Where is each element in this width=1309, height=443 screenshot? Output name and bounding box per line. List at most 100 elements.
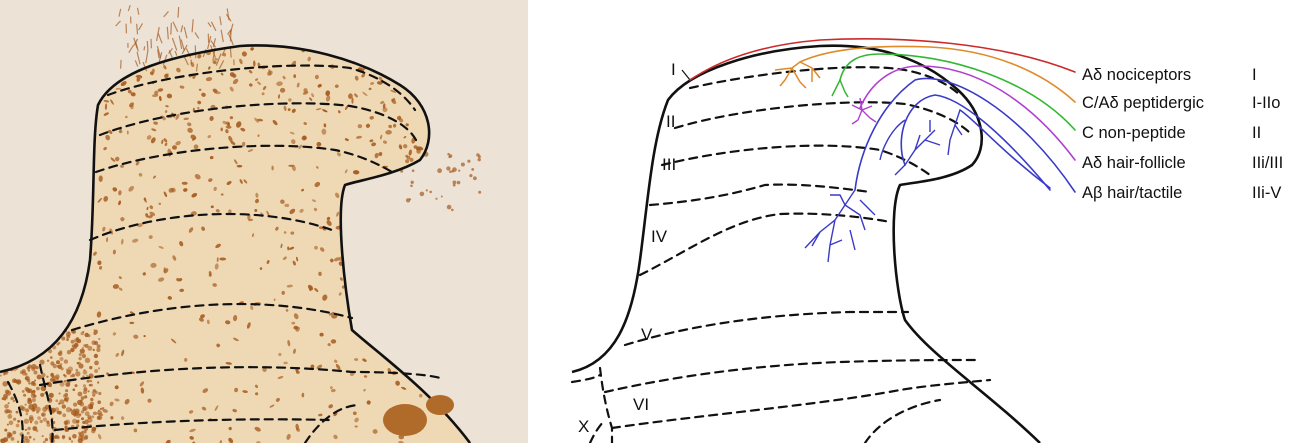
stained-cell — [437, 168, 442, 173]
stained-cell — [24, 419, 29, 424]
stained-cell — [81, 396, 85, 400]
stained-cell — [458, 170, 460, 172]
stained-cell — [441, 196, 443, 198]
stained-cell — [33, 438, 35, 440]
lamina-I-pointer — [682, 70, 690, 80]
stained-cell — [471, 168, 474, 171]
stained-cell — [32, 398, 36, 402]
legend-termination-I-IIo: I-IIo — [1252, 94, 1280, 112]
stained-cell — [43, 418, 47, 422]
photo-large-cell — [426, 395, 454, 415]
stained-cell — [57, 365, 60, 368]
stained-cell — [7, 424, 9, 426]
stained-cell — [28, 389, 33, 394]
stained-cell — [97, 381, 99, 383]
stained-cell — [63, 374, 65, 376]
stained-cell — [36, 387, 40, 391]
stained-cell — [9, 410, 13, 414]
stained-cell — [55, 407, 59, 411]
stained-cell — [65, 420, 70, 425]
stained-cell — [84, 435, 88, 439]
lamina-boundary — [865, 400, 940, 443]
stained-cell — [84, 395, 87, 398]
legend-termination-I: I — [1252, 66, 1257, 84]
stained-cell — [40, 420, 43, 423]
stained-cell — [59, 357, 63, 361]
stained-cell — [55, 374, 60, 379]
stained-cell — [78, 362, 81, 365]
stained-cell — [10, 397, 14, 401]
stained-cell — [94, 354, 98, 358]
legend-fiber-hair-follicle: Aδ hair-follicle — [1082, 154, 1186, 172]
stained-cell — [31, 367, 35, 371]
stained-cell — [302, 393, 305, 398]
stained-cell — [71, 340, 75, 344]
stained-cell — [449, 154, 452, 157]
lamina-boundary — [640, 214, 890, 275]
stained-cell — [412, 169, 415, 172]
stained-cell — [411, 181, 414, 184]
stained-cell — [92, 340, 97, 345]
stained-cell — [89, 405, 93, 409]
stained-cell — [78, 392, 83, 397]
legend-termination-IIi-V: IIi-V — [1252, 184, 1281, 202]
stained-cell — [30, 421, 32, 423]
photo-large-cell — [383, 404, 427, 436]
stained-cell — [453, 181, 457, 185]
stained-cell — [83, 387, 87, 391]
tactile-terminal-arbor — [805, 110, 962, 262]
stained-cell — [96, 348, 100, 352]
stained-cell — [8, 432, 10, 434]
stained-cell — [25, 429, 27, 431]
stained-cell — [34, 421, 38, 425]
legend-termination-IIi-III: IIi/III — [1252, 154, 1283, 172]
stained-cell — [66, 400, 69, 403]
stained-cell — [80, 402, 85, 407]
stained-cell — [62, 413, 66, 417]
stained-cell — [7, 414, 12, 419]
stained-cell — [94, 361, 99, 366]
stained-cell — [5, 390, 9, 394]
stained-cell — [97, 344, 101, 348]
stained-cell — [27, 379, 31, 383]
stained-cell — [461, 163, 465, 167]
stained-cell — [25, 408, 29, 412]
stained-cell — [59, 350, 62, 353]
stained-cell — [27, 427, 31, 431]
stained-cell — [29, 415, 34, 420]
stained-cell — [83, 406, 88, 411]
stained-cell — [27, 366, 30, 369]
lamina-label-X: X — [578, 417, 589, 436]
stained-cell — [420, 192, 425, 197]
lamina-label-IV: IV — [651, 227, 668, 246]
stained-cell — [406, 198, 410, 202]
stained-cell — [78, 432, 81, 435]
stained-cell — [69, 438, 71, 440]
stained-cell — [27, 398, 31, 402]
stained-cell — [457, 181, 461, 185]
stained-cell — [27, 432, 30, 435]
lamina-boundary — [572, 375, 600, 382]
stained-cell — [64, 393, 68, 397]
lamina-label-III: III — [662, 155, 676, 174]
stained-cell — [61, 337, 65, 341]
stained-cell — [34, 380, 36, 382]
stained-cell — [4, 429, 7, 432]
stained-cell — [71, 440, 73, 442]
stained-cell — [73, 388, 76, 391]
stained-cell — [72, 344, 75, 347]
stained-cell — [81, 431, 83, 433]
stained-cell — [98, 392, 101, 395]
stained-cell — [75, 384, 78, 387]
stained-cell — [81, 417, 84, 420]
stained-cell — [24, 436, 29, 441]
stained-cell — [82, 347, 84, 349]
lamina-label-V: V — [641, 325, 653, 344]
stained-cell — [94, 427, 96, 429]
stained-cell — [31, 381, 36, 386]
stained-fibre — [147, 41, 148, 51]
stained-cell — [237, 165, 243, 168]
stained-cell — [435, 198, 437, 200]
stained-cell — [405, 155, 408, 158]
